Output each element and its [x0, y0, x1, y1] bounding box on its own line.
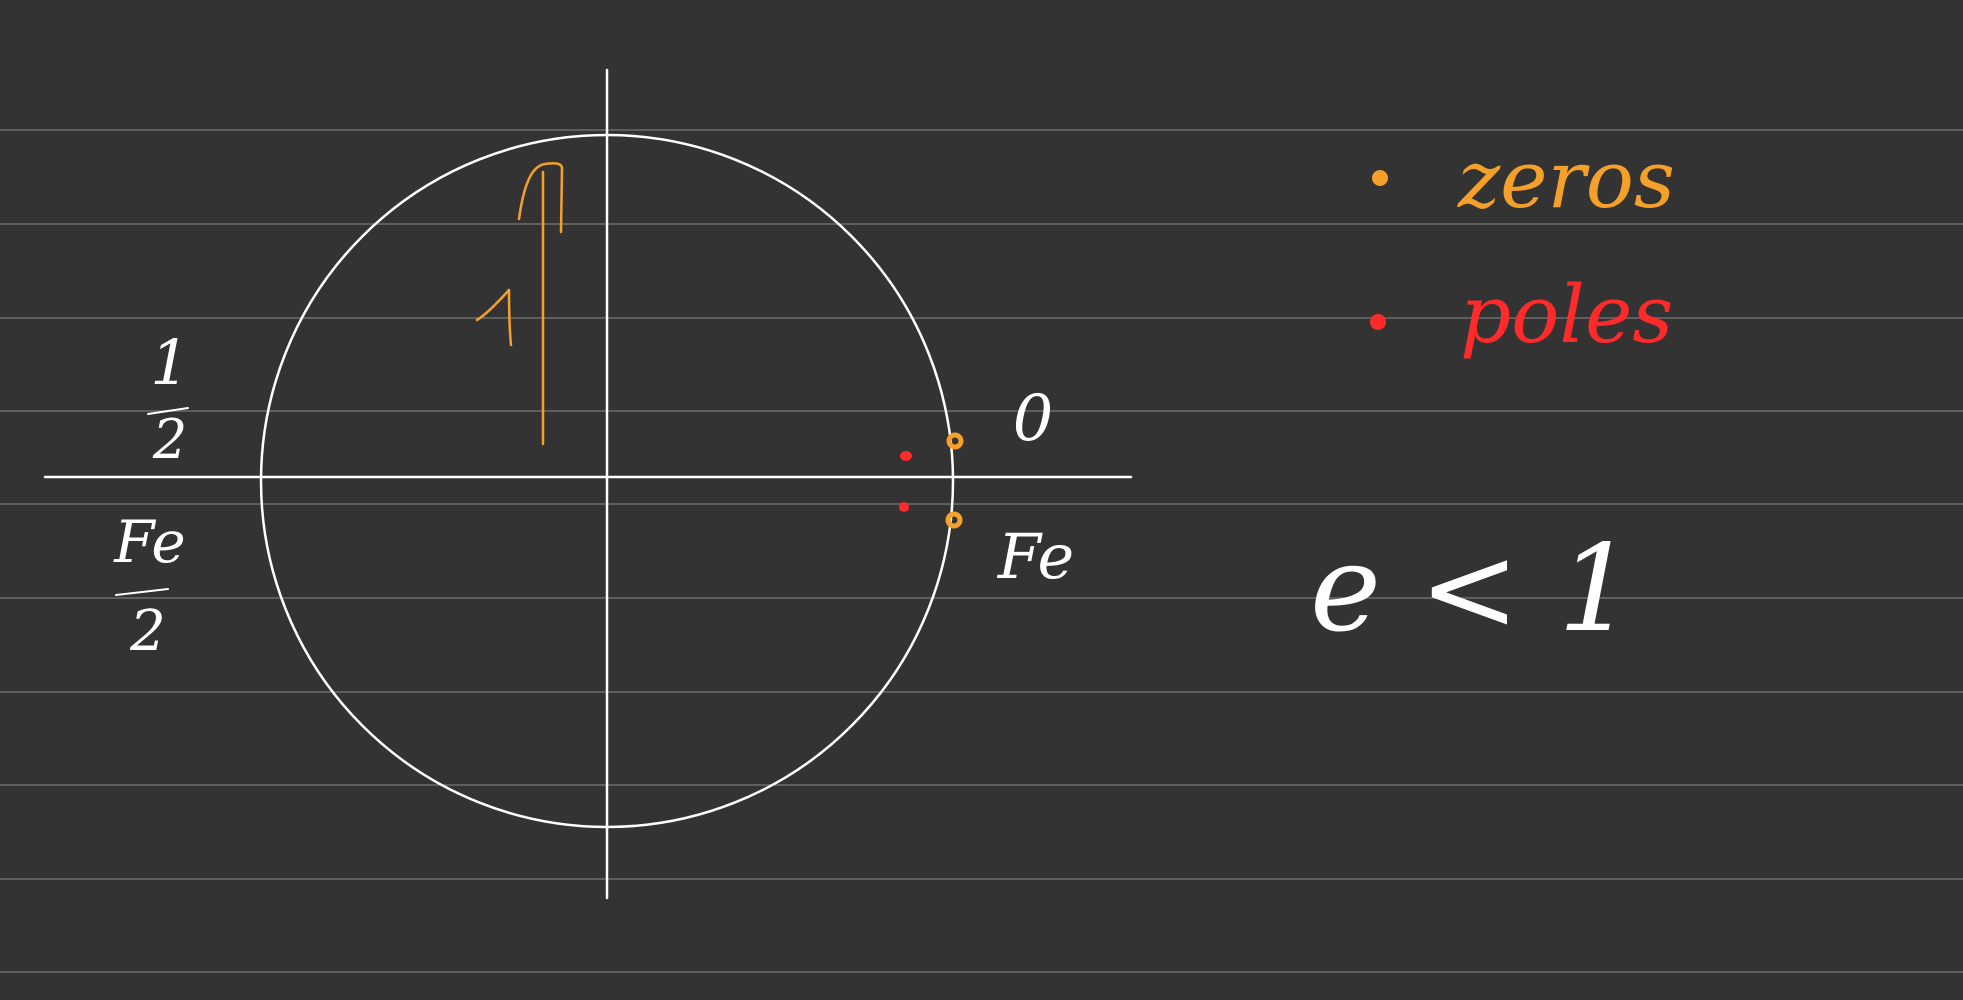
- zero-markers: [945, 432, 964, 529]
- legend-zeros-label: zeros: [1457, 133, 1675, 226]
- zero-marker: [946, 432, 964, 450]
- unit-circle: [259, 133, 955, 829]
- ruled-lines: [0, 129, 1963, 973]
- legend-zeros-swatch: [1372, 170, 1388, 186]
- label-fe: Fe: [997, 520, 1074, 593]
- label-half-numerator: 1: [150, 326, 189, 399]
- pole-markers: [899, 451, 912, 512]
- label-fe-half-fraction-bar: [115, 588, 169, 596]
- label-fe-half-numerator: Fe: [113, 508, 185, 576]
- height-one-glyph: [475, 288, 513, 347]
- legend: zeros poles: [1370, 133, 1675, 361]
- label-zero-frequency: 0: [1013, 382, 1054, 456]
- condition-text: e < 1: [1310, 520, 1634, 659]
- pole-marker: [899, 502, 909, 512]
- legend-poles-label: poles: [1460, 268, 1673, 361]
- label-half-fraction-bar: [147, 407, 189, 415]
- legend-poles-swatch: [1370, 314, 1386, 330]
- label-fe-half-denominator: 2: [129, 599, 166, 664]
- left-labels: 1 2 Fe 2: [113, 326, 189, 664]
- label-half-denominator: 2: [152, 408, 187, 471]
- right-labels: 0 Fe: [997, 382, 1074, 593]
- orange-height-marker: [475, 161, 564, 446]
- zero-marker: [945, 511, 963, 529]
- pole-marker: [900, 451, 912, 461]
